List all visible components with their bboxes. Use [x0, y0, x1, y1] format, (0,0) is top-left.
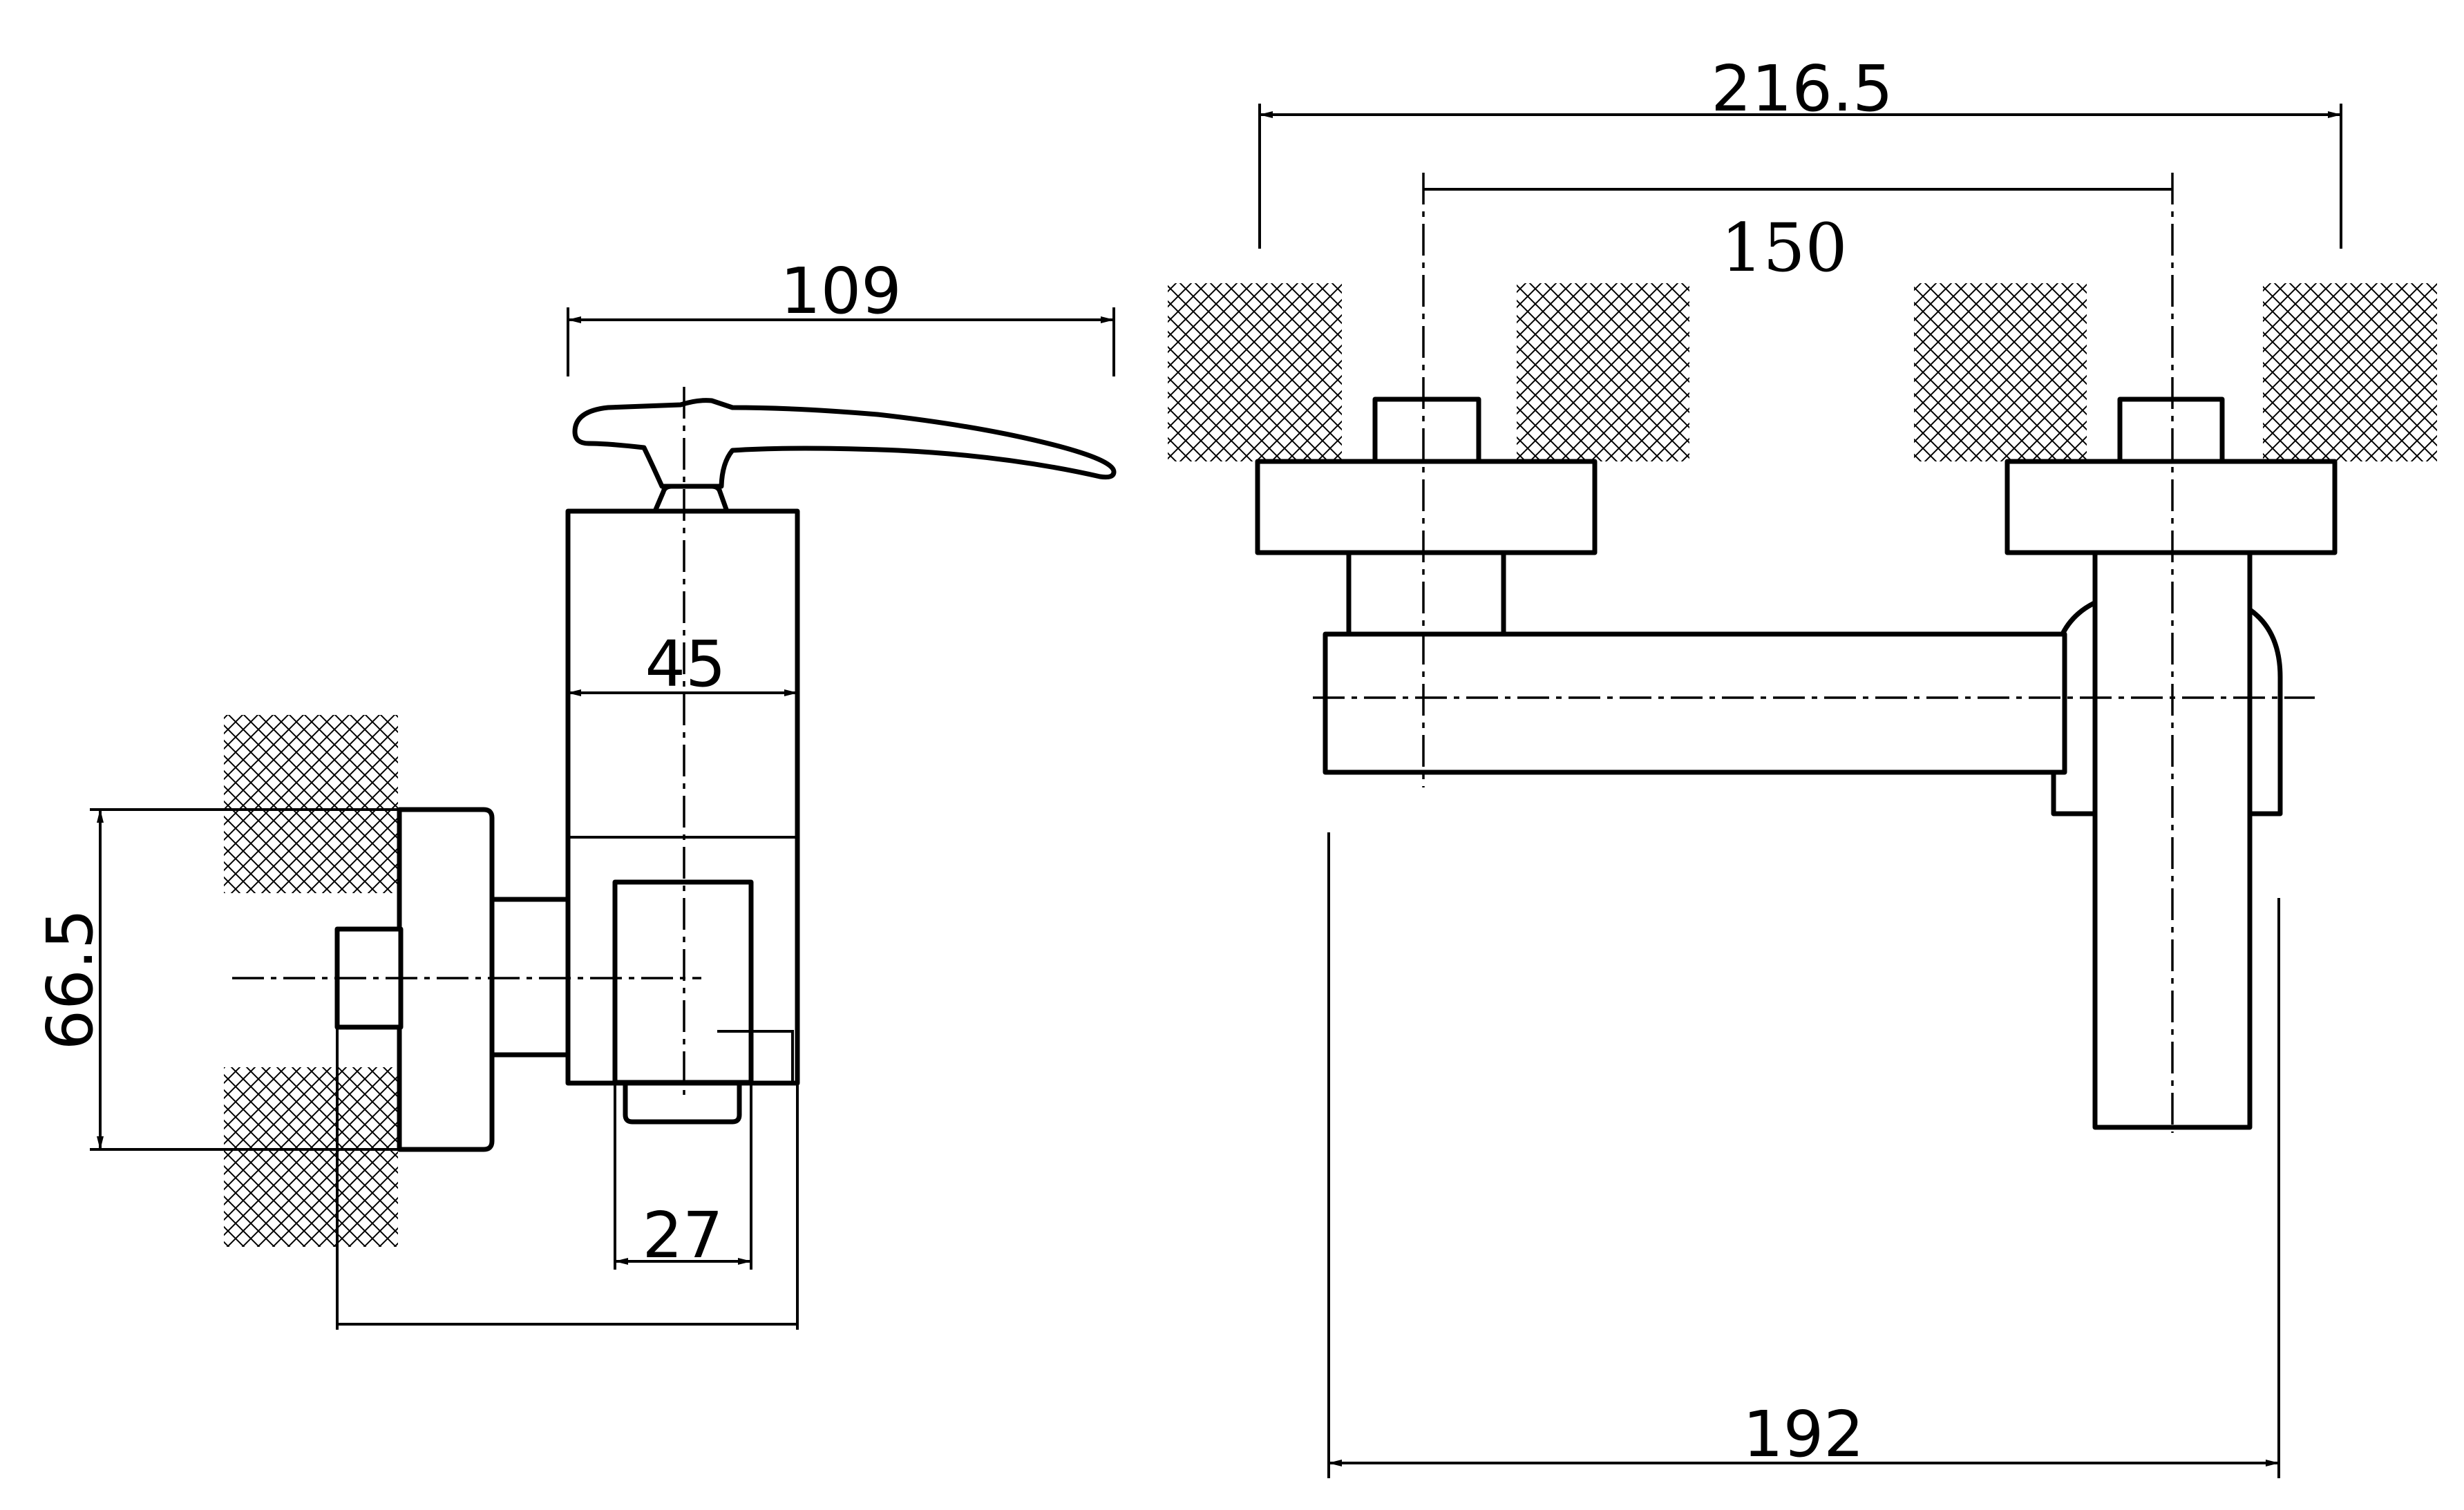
lever-handle: [572, 398, 1117, 489]
left-neck: [1346, 550, 1506, 638]
front-view: 216.5 150 192: [1168, 52, 2437, 1478]
horizontal-bar: [1323, 631, 2067, 775]
dim-spout-length: 109: [567, 254, 1115, 376]
side-view: 109 45 27 66.5: [33, 254, 1117, 1330]
wall-hatch-front: [1168, 283, 2437, 461]
dim-overall-width-label: 216.5: [1711, 52, 1893, 126]
dim-body-width: 45: [567, 627, 798, 701]
dim-bottom-width: 192: [1327, 832, 2280, 1478]
handle-stem: [652, 484, 730, 514]
dim-center-distance-label: 150: [1721, 209, 1847, 287]
dim-outlet-width-label: 27: [642, 1198, 723, 1272]
right-flange: [2005, 459, 2338, 555]
dim-reference-bottom: [336, 1027, 799, 1330]
dim-outlet-width: 27: [614, 1083, 752, 1272]
dim-body-width-label: 45: [645, 627, 726, 701]
dim-center-distance: 150: [1423, 188, 2172, 287]
left-wall-nut: [1372, 396, 1481, 466]
left-flange: [1255, 459, 1598, 555]
wall-hatch-side: [224, 715, 398, 1247]
dim-overall-width: 216.5: [1258, 52, 2342, 249]
dim-wall-height-label: 66.5: [33, 909, 107, 1051]
escutcheon-flange: [397, 807, 495, 1152]
dim-wall-height: 66.5: [33, 808, 399, 1151]
aerator: [623, 1080, 742, 1125]
inner-outlet-slot: [717, 1030, 794, 1083]
dim-bottom-width-label: 192: [1743, 1397, 1864, 1471]
dim-spout-length-label: 109: [780, 254, 902, 328]
right-wall-nut: [2117, 396, 2225, 466]
